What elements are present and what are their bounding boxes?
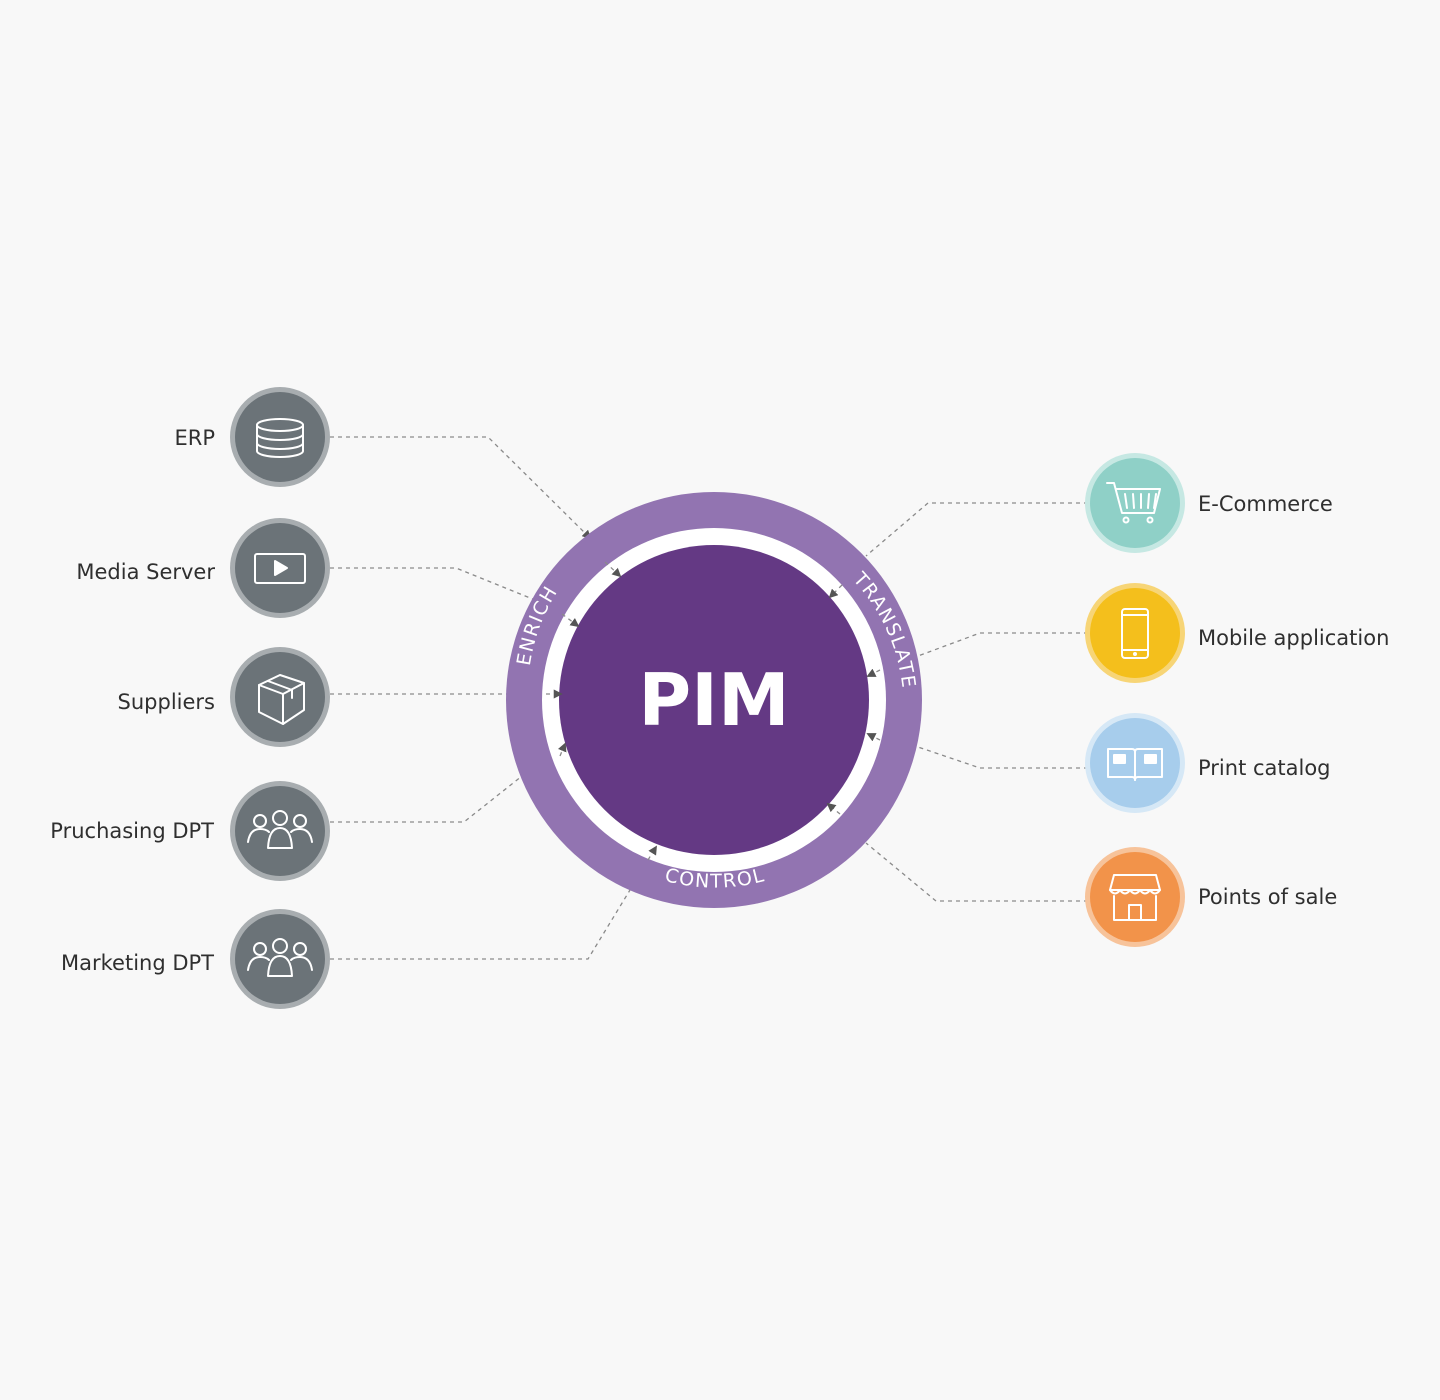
channel-label: Print catalog [1198, 756, 1331, 780]
channel-mobile-application: Mobile application [1085, 583, 1389, 683]
source-erp: ERP [174, 387, 330, 487]
package-box-icon [258, 674, 305, 725]
pim-core [559, 545, 869, 855]
smartphone-icon [1121, 608, 1149, 659]
arrow-in-4 [558, 742, 567, 757]
source-suppliers: Suppliers [118, 647, 330, 747]
source-label: ERP [174, 426, 215, 450]
arrow-in-5 [647, 845, 657, 861]
channel-label: Points of sale [1198, 885, 1337, 909]
channel-label: Mobile application [1198, 626, 1389, 650]
channel-label: E-Commerce [1198, 492, 1333, 516]
arrow-in-1 [604, 561, 622, 578]
source-marketing-dpt: Marketing DPT [61, 909, 330, 1009]
inner-arrows [546, 561, 881, 861]
connector-ecommerce [865, 502, 1088, 557]
people-group-icon [247, 810, 313, 849]
arrow-out-3 [866, 733, 881, 742]
pim-title: PIM [638, 658, 789, 742]
storefront-icon [1109, 874, 1161, 921]
database-icon [256, 418, 304, 458]
node-circle [1090, 852, 1180, 942]
source-label: Pruchasing DPT [50, 819, 214, 843]
connector-purchasing [330, 775, 523, 823]
people-group-icon [247, 938, 313, 977]
connector-mobile [917, 632, 1088, 657]
arrow-out-4 [826, 802, 841, 815]
node-circle [1090, 458, 1180, 548]
source-media-server: Media Server [76, 518, 330, 618]
open-book-icon [1107, 748, 1163, 781]
channel-connectors [865, 502, 1088, 902]
connector-print [917, 746, 1088, 769]
connector-pos [865, 842, 1088, 902]
shopping-cart-icon [1106, 482, 1161, 524]
channel-ecommerce: E-Commerce [1085, 453, 1333, 553]
arrow-out-1 [828, 584, 843, 599]
node-circle [235, 786, 325, 876]
source-label: Media Server [76, 560, 215, 584]
channel-print-catalog: Print catalog [1085, 713, 1331, 813]
video-player-icon [254, 553, 306, 584]
arrow-out-2 [866, 668, 881, 677]
source-connectors [330, 436, 631, 960]
source-purchasing-dpt: Pruchasing DPT [50, 781, 330, 881]
node-circle [235, 652, 325, 742]
connector-erp [330, 436, 592, 540]
node-circle [235, 392, 325, 482]
node-circle [1090, 588, 1180, 678]
connector-marketing [330, 889, 631, 960]
connector-media-server [330, 567, 541, 603]
pim-hub: PIM ENRICH TRANSLATE CONTROL [506, 492, 922, 908]
node-circle [235, 914, 325, 1004]
source-label: Marketing DPT [61, 951, 214, 975]
channel-points-of-sale: Points of sale [1085, 847, 1337, 947]
source-label: Suppliers [118, 690, 215, 714]
arrow-in-2 [561, 613, 580, 628]
